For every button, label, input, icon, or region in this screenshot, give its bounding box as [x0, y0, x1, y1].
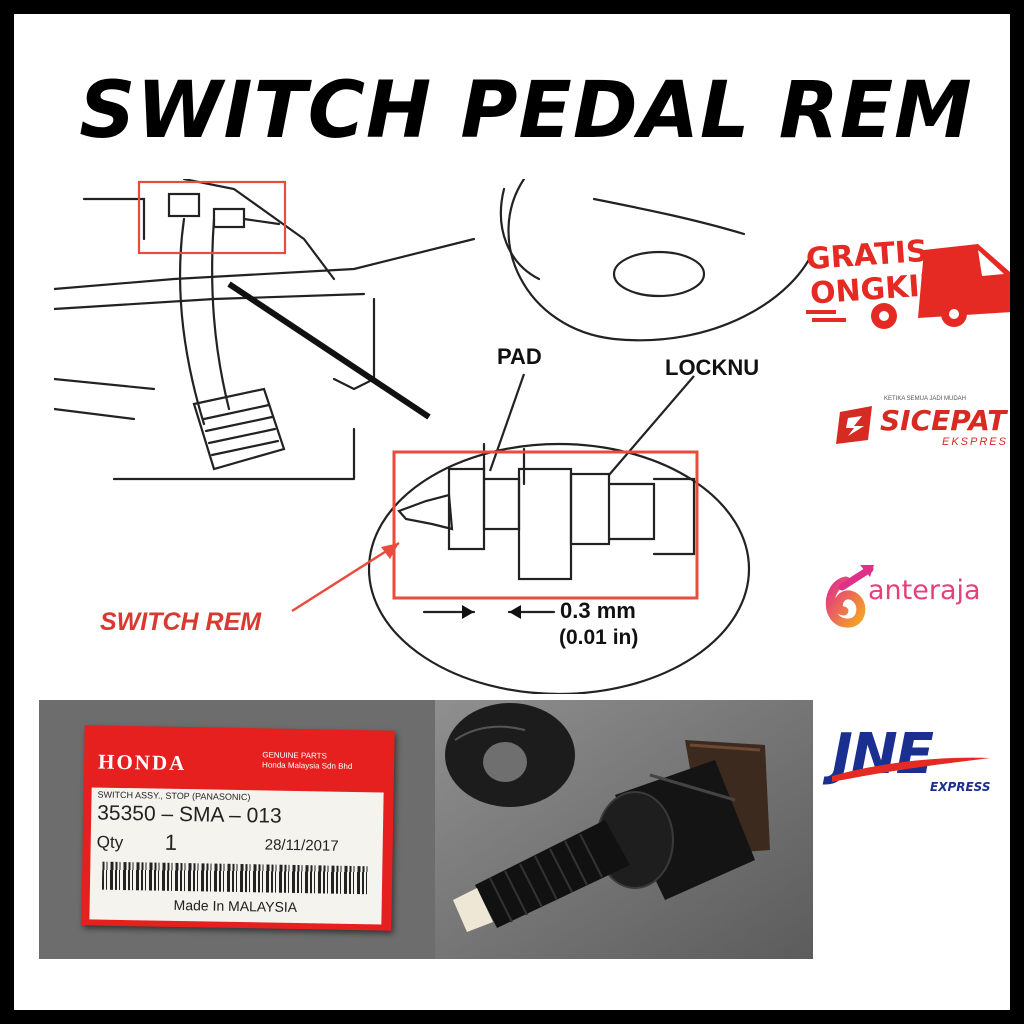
genuine-line-2: Honda Malaysia Sdn Bhd — [262, 760, 353, 771]
jne-sub: EXPRESS — [930, 780, 991, 794]
qty-label: Qty — [96, 832, 124, 852]
asterisk: * — [956, 266, 964, 288]
sicepat-name: SICEPAT — [880, 404, 1007, 437]
sicepat-tagline: KETIKA SEMUA JADI MUDAH — [884, 396, 967, 402]
locknut-label: LOCKNU — [665, 355, 760, 380]
anteraja-name: anteraja — [868, 575, 981, 606]
honda-label: HONDA GENUINE PARTS Honda Malaysia Sdn B… — [81, 725, 395, 931]
truck-icon — [806, 244, 1010, 329]
gap-in-label: (0.01 in) — [559, 626, 639, 649]
honda-logo: HONDA — [97, 749, 187, 776]
sicepat-sub: EKSPRES — [942, 436, 1008, 448]
switch-photo — [435, 700, 813, 959]
gap-mm-label: 0.3 mm — [560, 598, 636, 623]
switch-drawing — [435, 700, 813, 959]
jne-swoosh-icon — [832, 757, 990, 782]
sicepat-logo: KETIKA SEMUA JADI MUDAH SICEPAT EKSPRES — [834, 396, 1010, 456]
anteraja-icon — [825, 565, 874, 628]
sicepat-icon — [836, 406, 872, 444]
qty-value: 1 — [164, 829, 178, 855]
page-title: SWITCH PEDAL REM — [79, 66, 973, 156]
part-description: SWITCH ASSY., STOP (PANASONIC) — [97, 789, 251, 803]
switch-rem-callout: SWITCH REM — [100, 608, 262, 636]
barcode — [101, 861, 369, 895]
jne-logo: JNE EXPRESS — [832, 722, 1010, 802]
label-date: 28/11/2017 — [264, 836, 339, 855]
label-info-panel: SWITCH ASSY., STOP (PANASONIC) 35350 – S… — [89, 787, 384, 925]
genuine-parts-text: GENUINE PARTS Honda Malaysia Sdn Bhd — [262, 750, 353, 772]
anteraja-logo: anteraja — [820, 559, 1010, 629]
gratis-ongkir-badge: GRATIS ONGKIR * — [805, 232, 1010, 342]
pad-label: PAD — [497, 344, 542, 369]
brake-pedal-diagram: PAD LOCKNU 0.3 mm (0.01 in) — [52, 177, 816, 696]
label-photo: HONDA GENUINE PARTS Honda Malaysia Sdn B… — [39, 700, 435, 959]
origin-text: Made In MALAYSIA — [173, 896, 298, 916]
diagram-drawing — [52, 177, 816, 696]
part-number: 35350 – SMA – 013 — [97, 801, 282, 828]
